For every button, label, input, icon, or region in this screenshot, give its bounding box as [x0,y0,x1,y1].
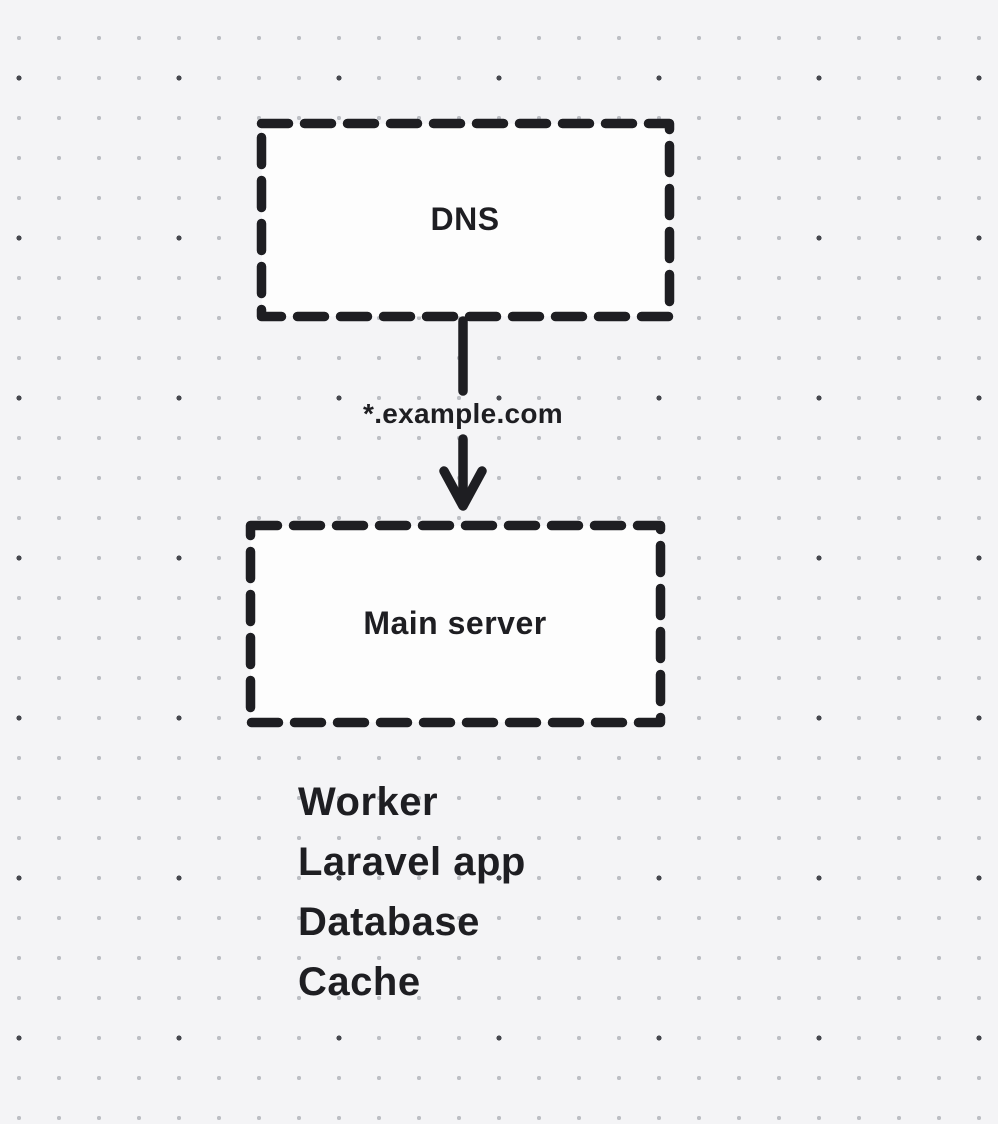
arrow-label[interactable]: *.example.com [363,398,563,429]
dns-label[interactable]: DNS [430,201,500,237]
arrow-head-icon [439,466,487,511]
service-item-database[interactable]: Database [298,900,480,944]
service-item-worker[interactable]: Worker [298,780,439,824]
services-list: Worker Laravel app Database Cache [298,772,618,1012]
dns-box[interactable] [256,118,675,322]
main-server-label[interactable]: Main server [363,605,547,641]
dns-to-main-arrow[interactable] [439,316,487,511]
service-item-laravel-app[interactable]: Laravel app [298,840,526,884]
service-item-cache[interactable]: Cache [298,960,421,1004]
main-server-box[interactable] [245,520,666,728]
